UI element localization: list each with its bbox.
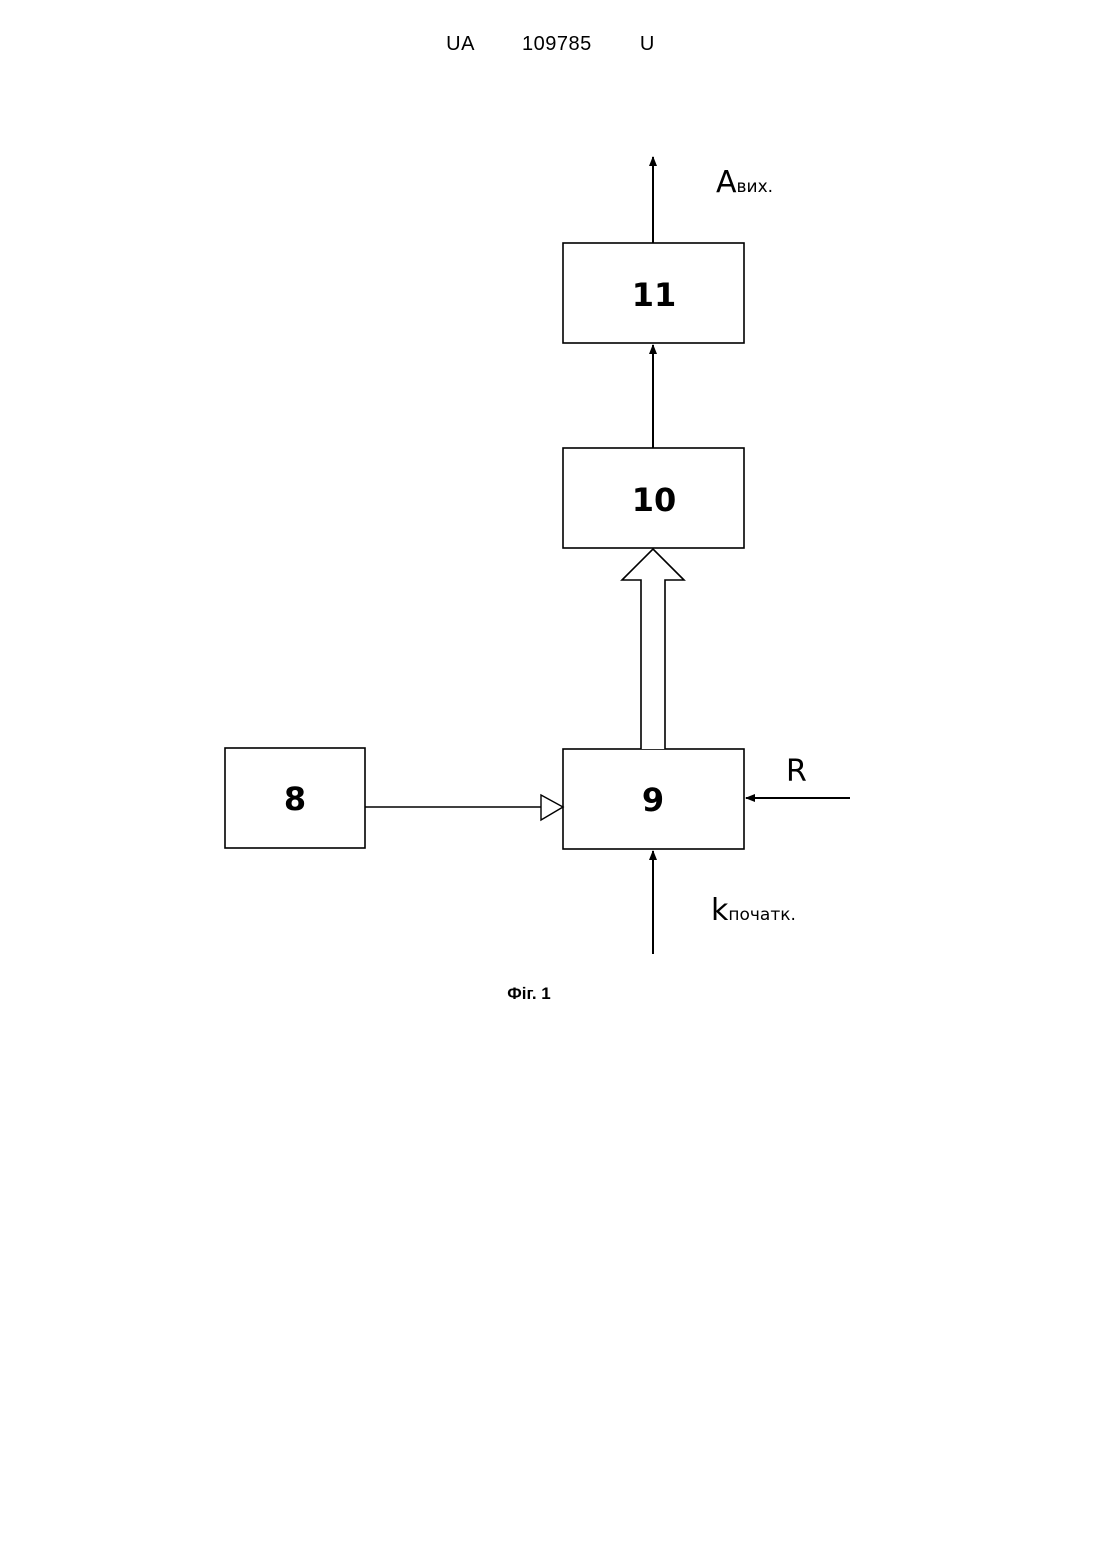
clock-input-triangle	[541, 795, 563, 820]
block-11: 11	[563, 243, 744, 343]
block-8-label: 8	[284, 780, 306, 818]
bus-arrow-9-to-10	[622, 549, 684, 749]
initial-signal-label: kпочатк.	[711, 893, 796, 928]
block-11-label: 11	[632, 276, 677, 314]
block-10: 10	[563, 448, 744, 548]
block-8: 8	[225, 748, 365, 848]
block-9: 9	[563, 749, 744, 849]
block-9-label: 9	[642, 781, 664, 819]
figure-caption: Фіг. 1	[507, 984, 551, 1003]
reset-signal-label: R	[786, 754, 807, 789]
block-10-label: 10	[632, 481, 677, 519]
output-signal-label: Aвих.	[716, 165, 773, 200]
